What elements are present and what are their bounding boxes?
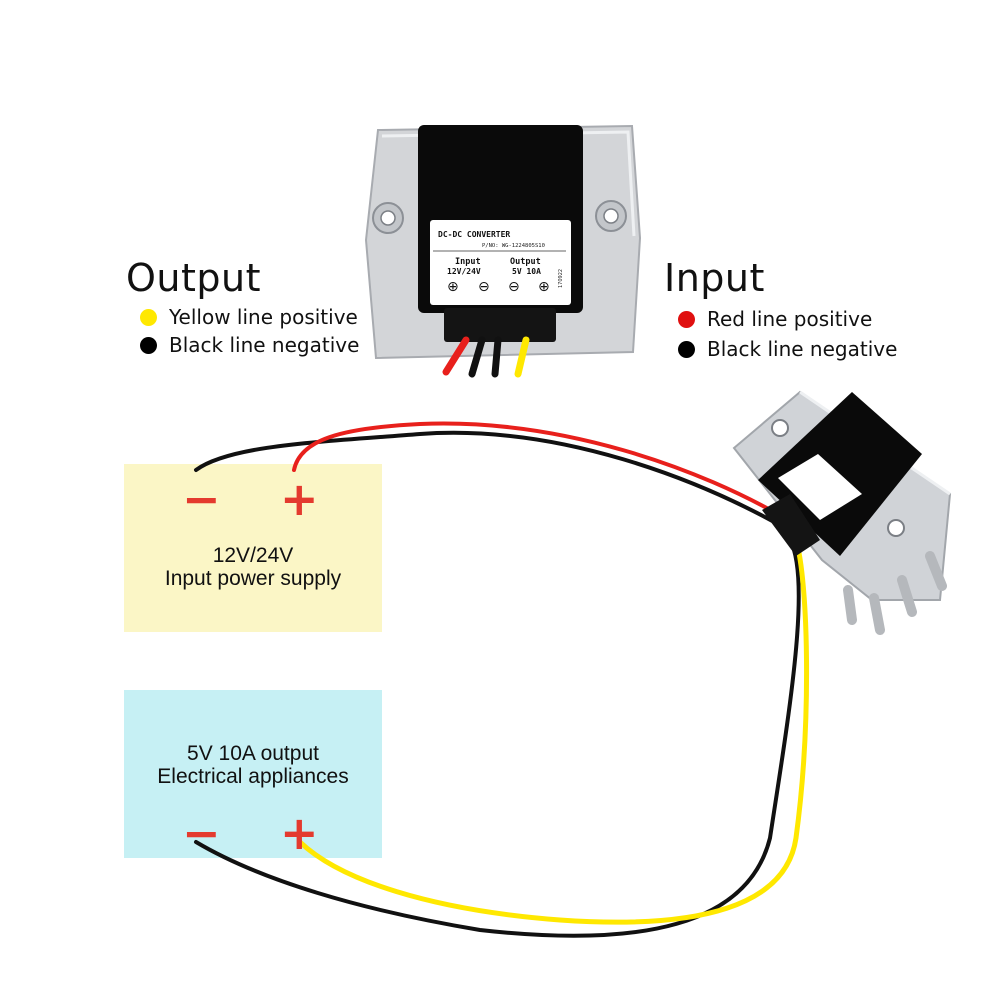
terminal-minus-2: ⊖ (508, 279, 520, 295)
converter-output-title: Output (510, 257, 541, 267)
input-box-bg (124, 464, 382, 632)
output-description-label: Electrical appliances (157, 765, 349, 788)
converter-label-sticker (430, 220, 571, 305)
terminal-minus-1: ⊖ (478, 279, 490, 295)
input-red-wire (292, 421, 790, 522)
input-legend-item-negative: Black line negative (678, 337, 897, 361)
output-appliances-box: 5V 10A output Electrical appliances − + (124, 690, 382, 858)
converter-part-number: P/NO: WG-1224805S10 (482, 243, 545, 249)
converter-top-view: DC-DC CONVERTER P/NO: WG-1224805S10 Inpu… (364, 124, 642, 378)
output-heading: Output (126, 256, 261, 300)
output-legend-label-negative: Black line negative (169, 333, 360, 357)
black-dot-icon (140, 336, 157, 354)
converter-title: DC-DC CONVERTER (438, 230, 510, 239)
output-yellow-wire (297, 537, 810, 925)
output-legend-item-negative: Black line negative (140, 333, 359, 357)
converter-input-title: Input (455, 257, 481, 267)
output-black-wire (194, 538, 801, 938)
output-minus-sign: − (182, 806, 221, 860)
yellow-dot-icon (140, 308, 157, 326)
converter-input-value: 12V/24V (447, 267, 481, 276)
red-dot-icon (678, 310, 695, 328)
black-dot-icon (678, 340, 695, 358)
terminal-plus-1: ⊕ (447, 279, 459, 295)
output-rating-label: 5V 10A output (187, 742, 319, 765)
input-heading: Input (664, 256, 765, 300)
wires (194, 421, 810, 938)
input-description-label: Input power supply (164, 567, 342, 590)
angled-converter-sticker (778, 454, 862, 520)
output-box-bg (124, 690, 382, 858)
angled-connector (762, 494, 820, 556)
converter-serial: 170922 (558, 269, 564, 288)
terminal-plus-2: ⊕ (538, 279, 550, 295)
output-plus-sign: + (280, 806, 319, 860)
converter-angled-view (732, 390, 952, 635)
output-legend-item-positive: Yellow line positive (140, 305, 358, 329)
input-plus-sign: + (280, 472, 319, 526)
input-minus-sign: − (182, 472, 221, 526)
input-voltage-label: 12V/24V (212, 544, 294, 567)
converter-output-value: 5V 10A (512, 267, 541, 276)
input-legend-label-positive: Red line positive (707, 307, 873, 331)
output-legend-label-positive: Yellow line positive (169, 305, 358, 329)
input-power-supply-box: − + 12V/24V Input power supply (124, 464, 382, 632)
top-connector (444, 308, 556, 342)
input-legend-item-positive: Red line positive (678, 307, 872, 331)
input-legend-label-negative: Black line negative (707, 337, 898, 361)
input-black-wire (194, 430, 787, 530)
